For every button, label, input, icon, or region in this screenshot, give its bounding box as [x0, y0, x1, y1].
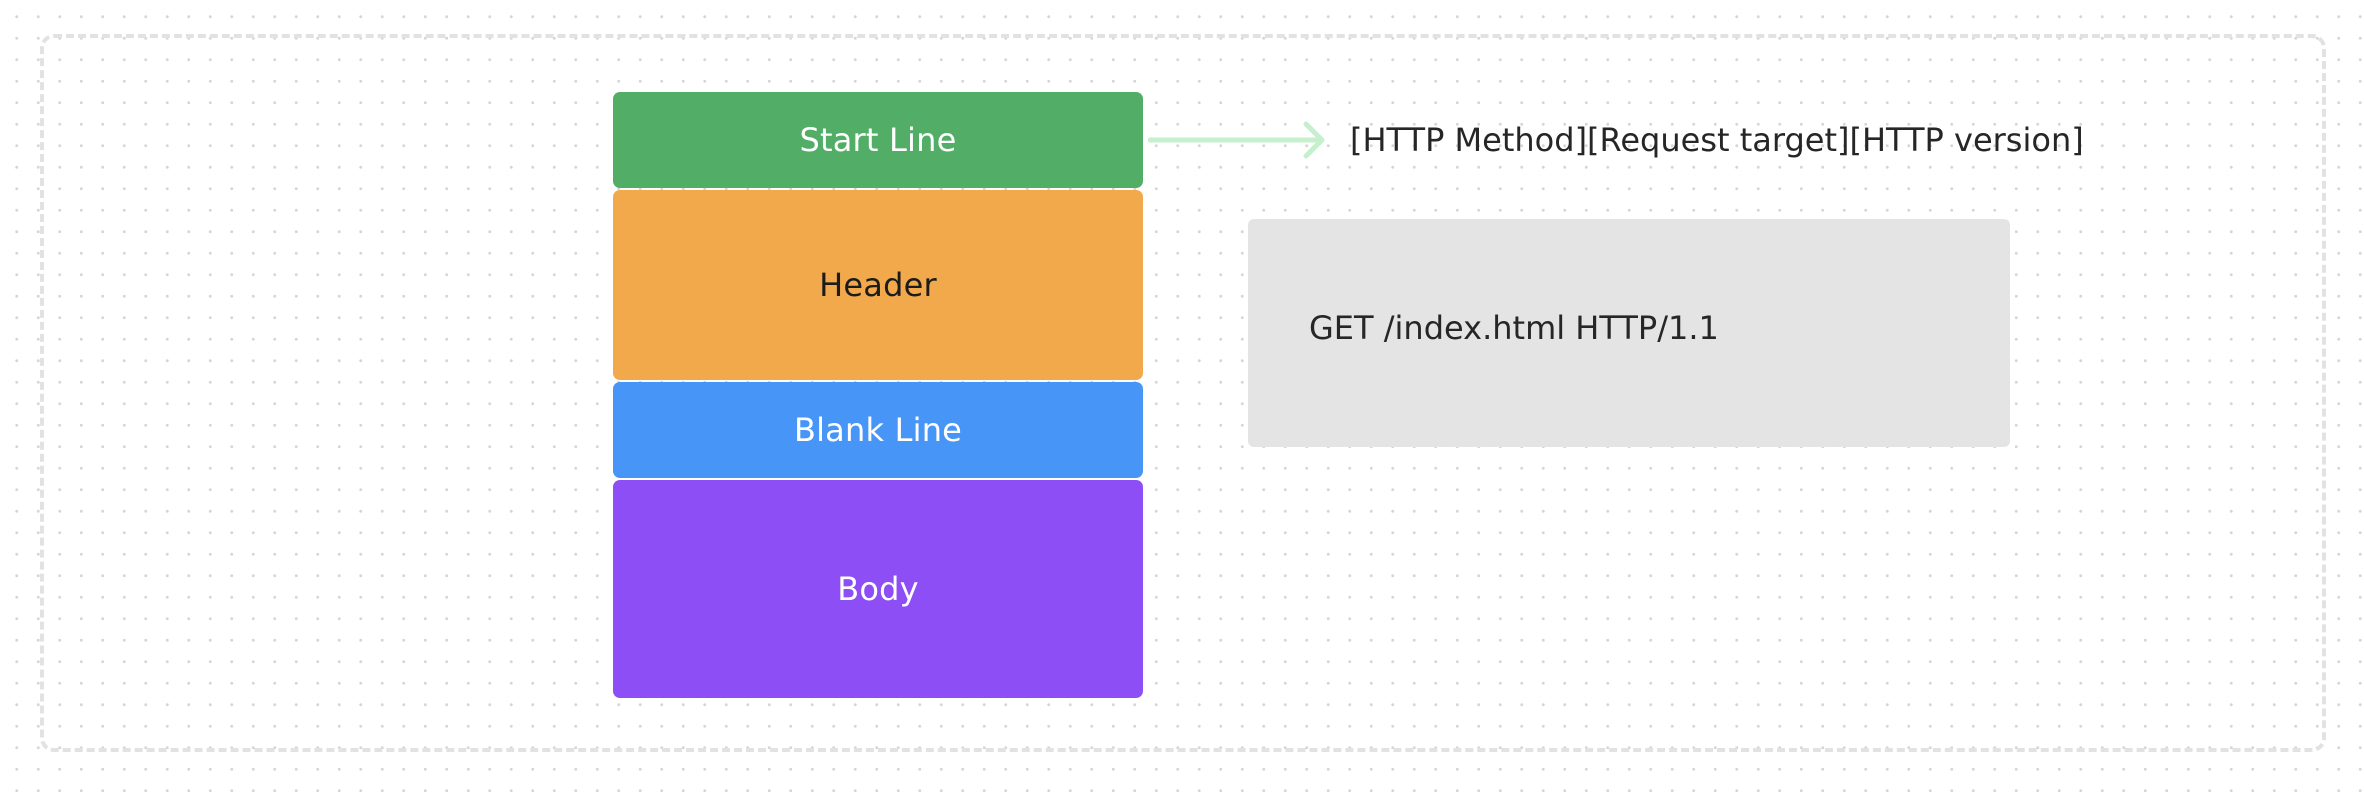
request-line-example-box: GET /index.html HTTP/1.1	[1248, 219, 2010, 447]
body-label: Body	[837, 570, 919, 608]
header-block: Header	[613, 190, 1143, 380]
header-label: Header	[819, 266, 937, 304]
request-line-format-label: [HTTP Method][Request target][HTTP versi…	[1350, 121, 2084, 159]
blank-line-block: Blank Line	[613, 382, 1143, 478]
request-line-example-text: GET /index.html HTTP/1.1	[1309, 309, 1719, 347]
start-line-label: Start Line	[799, 121, 957, 159]
start-line-block: Start Line	[613, 92, 1143, 188]
arrow-right-icon	[1148, 121, 1325, 159]
blank-line-label: Blank Line	[793, 411, 963, 449]
diagram-frame	[40, 34, 2326, 752]
body-block: Body	[613, 480, 1143, 698]
